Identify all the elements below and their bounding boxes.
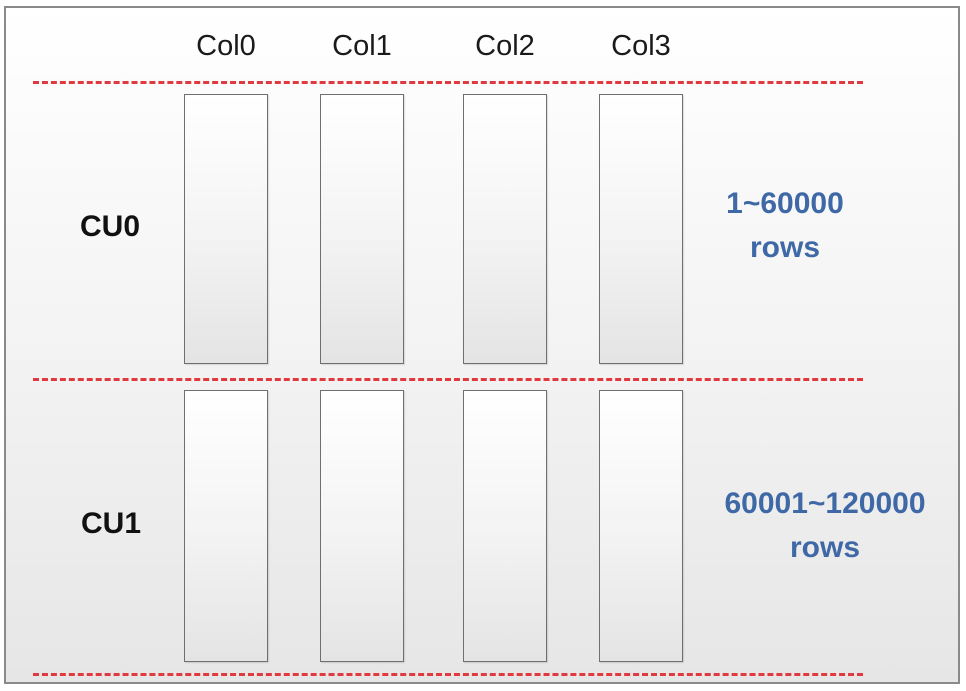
cu0-col3-segment bbox=[599, 94, 683, 364]
cu1-col3-segment bbox=[599, 390, 683, 662]
cu1-row-range-value: 60001~120000 bbox=[724, 487, 926, 520]
cu0-col0-segment bbox=[184, 94, 268, 364]
cu1-col1-segment bbox=[320, 390, 404, 662]
cu0-col1-segment bbox=[320, 94, 404, 364]
column-header-col2: Col2 bbox=[475, 30, 535, 62]
cu1-label: CU1 bbox=[80, 507, 141, 540]
column-header-col3: Col3 bbox=[611, 30, 671, 62]
cu1-row-range: 60001~120000 rows bbox=[695, 482, 955, 570]
cu1-col2-segment bbox=[463, 390, 547, 662]
column-header-col1: Col1 bbox=[332, 30, 392, 62]
cu0-row-range-value: 1~60000 bbox=[726, 187, 844, 220]
cu0-label: CU0 bbox=[79, 210, 140, 243]
cu0-col2-segment bbox=[463, 94, 547, 364]
cu0-row-range-unit: rows bbox=[749, 231, 821, 264]
divider-middle bbox=[33, 378, 863, 381]
cu1-col0-segment bbox=[184, 390, 268, 662]
divider-bottom bbox=[33, 673, 863, 676]
cu0-row-range: 1~60000 rows bbox=[655, 182, 915, 270]
cu1-row-range-unit: rows bbox=[789, 531, 861, 564]
divider-top bbox=[33, 81, 863, 84]
column-header-col0: Col0 bbox=[196, 30, 256, 62]
